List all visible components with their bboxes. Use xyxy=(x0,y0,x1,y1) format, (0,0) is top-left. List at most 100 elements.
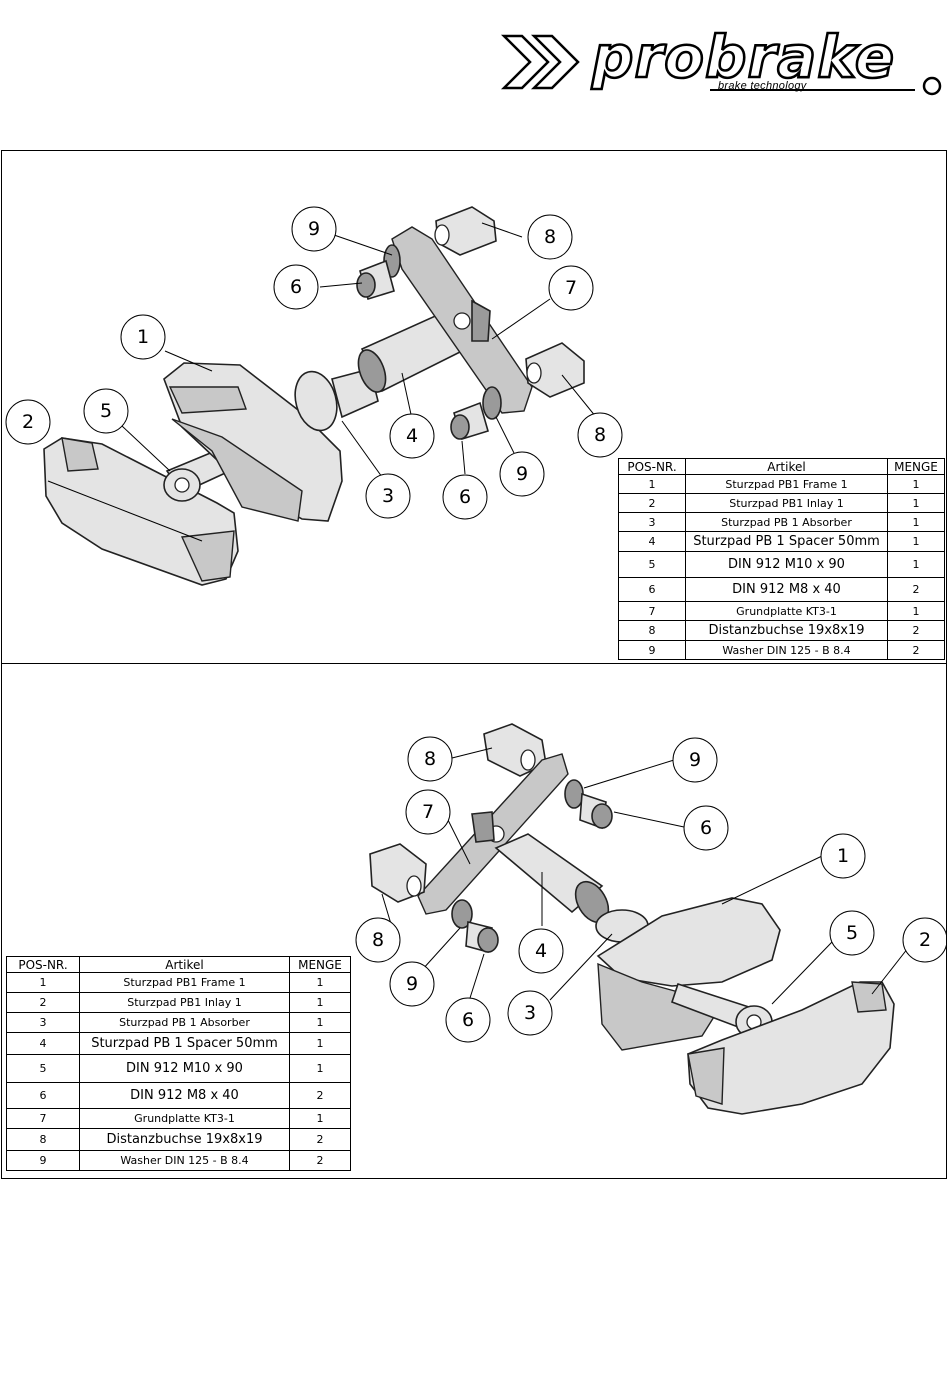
callout: 6 xyxy=(442,474,488,520)
callout: 1 xyxy=(820,833,866,879)
svg-text:3: 3 xyxy=(382,485,394,507)
svg-text:1: 1 xyxy=(837,845,849,867)
callout: 8 xyxy=(407,736,453,782)
bom-header-row: POS-NR. Artikel MENGE xyxy=(6,956,351,973)
callout: 7 xyxy=(405,789,451,835)
header-artikel: Artikel xyxy=(79,956,290,973)
svg-text:2: 2 xyxy=(22,411,34,433)
svg-text:4: 4 xyxy=(406,425,418,447)
part-base-plate xyxy=(417,753,569,915)
callout: 9 xyxy=(291,206,337,252)
chevron-arrows-icon xyxy=(500,34,942,96)
svg-text:5: 5 xyxy=(846,922,858,944)
header-artikel: Artikel xyxy=(685,458,888,475)
callout: 6 xyxy=(683,805,729,851)
svg-text:6: 6 xyxy=(462,1009,474,1031)
svg-text:8: 8 xyxy=(544,226,556,248)
callout: 2 xyxy=(5,399,51,445)
brand-tagline: brake technology xyxy=(718,80,807,92)
bom-header-row: POS-NR. Artikel MENGE xyxy=(618,458,945,475)
svg-text:3: 3 xyxy=(524,1002,536,1024)
callout: 4 xyxy=(389,413,435,459)
svg-text:2: 2 xyxy=(919,929,931,951)
part-screw-upper xyxy=(356,244,401,301)
svg-text:7: 7 xyxy=(565,277,577,299)
exploded-view-top: 9 8 6 7 1 4 8 2 5 9 3 6 xyxy=(5,206,623,586)
callout: 8 xyxy=(355,917,401,963)
part-frame xyxy=(163,362,343,522)
part-bushing-lower xyxy=(369,843,427,903)
part-bolt xyxy=(670,982,773,1039)
svg-text:9: 9 xyxy=(516,463,528,485)
callout: 3 xyxy=(507,990,553,1036)
brand-logo: probrake brake technology xyxy=(500,22,948,100)
exploded-view-bottom: 8 9 7 6 1 8 4 5 2 9 6 3 xyxy=(355,723,946,1115)
part-bushing-upper xyxy=(483,723,547,777)
part-spacer xyxy=(494,833,610,924)
part-inlay xyxy=(687,981,895,1115)
callout: 4 xyxy=(518,928,564,974)
part-base-plate xyxy=(391,226,533,414)
svg-text:8: 8 xyxy=(424,748,436,770)
svg-text:9: 9 xyxy=(689,749,701,771)
part-screw-lower xyxy=(450,386,502,440)
header-menge: MENGE xyxy=(289,956,351,973)
header-pos: POS-NR. xyxy=(6,956,80,973)
part-inlay xyxy=(43,437,239,586)
header-pos: POS-NR. xyxy=(618,458,686,475)
svg-text:1: 1 xyxy=(137,326,149,348)
svg-text:9: 9 xyxy=(308,218,320,240)
callout: 9 xyxy=(389,961,435,1007)
part-frame xyxy=(596,897,781,1051)
callout: 3 xyxy=(365,473,411,519)
part-screw-lower xyxy=(451,899,499,954)
svg-text:4: 4 xyxy=(535,940,547,962)
assembly-panel-top: 9 8 6 7 1 4 8 2 5 9 3 6 POS-NR. Artikel … xyxy=(1,150,947,664)
ring-icon xyxy=(922,76,942,96)
brand-name: probrake xyxy=(591,22,896,93)
callout: 8 xyxy=(527,214,573,260)
svg-text:9: 9 xyxy=(406,973,418,995)
part-bushing-upper xyxy=(434,206,497,256)
header-menge: MENGE xyxy=(887,458,945,475)
part-bushing-lower xyxy=(525,342,585,398)
svg-text:6: 6 xyxy=(700,817,712,839)
svg-text:5: 5 xyxy=(100,400,112,422)
svg-text:6: 6 xyxy=(290,276,302,298)
svg-text:8: 8 xyxy=(372,929,384,951)
callout: 6 xyxy=(273,264,319,310)
assembly-panel-bottom: 8 9 7 6 1 8 4 5 2 9 6 3 POS-NR. Artikel … xyxy=(1,663,947,1179)
callout: 7 xyxy=(548,265,594,311)
svg-text:8: 8 xyxy=(594,424,606,446)
callout: 5 xyxy=(83,388,129,434)
part-screw-upper xyxy=(564,779,613,830)
callout: 5 xyxy=(829,910,875,956)
callout: 6 xyxy=(445,997,491,1043)
callout: 1 xyxy=(120,314,166,360)
callout: 9 xyxy=(672,737,718,783)
svg-text:6: 6 xyxy=(459,486,471,508)
svg-text:7: 7 xyxy=(422,801,434,823)
callout: 2 xyxy=(902,917,946,963)
callout: 9 xyxy=(499,451,545,497)
